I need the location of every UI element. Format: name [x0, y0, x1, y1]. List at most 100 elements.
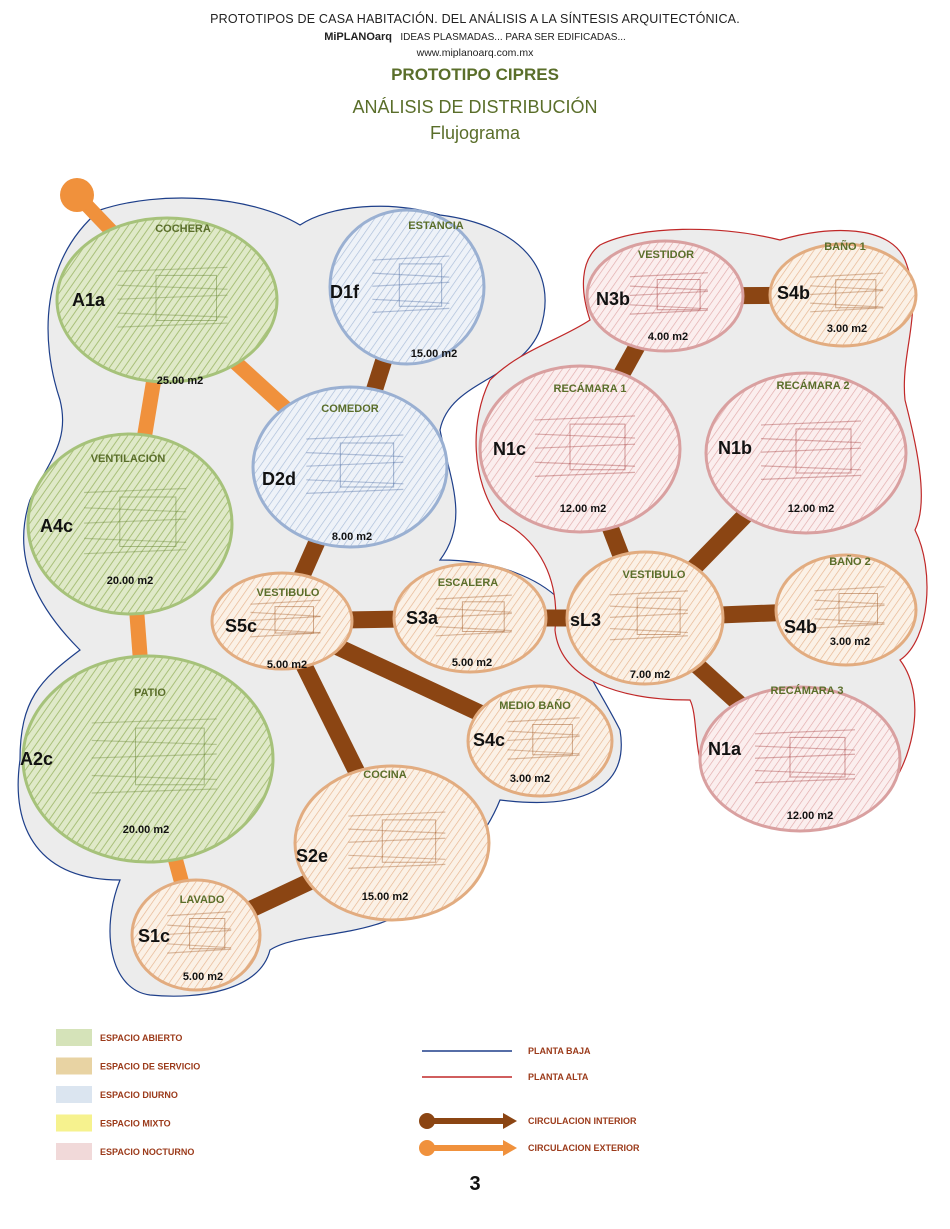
room-code-patio: A2c	[20, 749, 53, 769]
room-bubble-recamara3	[698, 685, 902, 833]
room-code-recamara1: N1c	[493, 439, 526, 459]
room-name-cochera: COCHERA	[155, 223, 211, 235]
legend-arrow-head-1	[503, 1140, 517, 1156]
room-code-recamara3: N1a	[708, 739, 742, 759]
legend-swatch-3	[56, 1114, 92, 1132]
room-area-vestibulo1: 5.00 m2	[267, 659, 307, 671]
website[interactable]: www.miplanoarq.com.mx	[416, 47, 534, 59]
room-vestibulo2[interactable]: VESTIBULO sL3 7.00 m2	[565, 550, 725, 686]
bed-icon	[534, 415, 636, 477]
room-name-recamara3: RECÁMARA 3	[771, 684, 844, 697]
room-patio[interactable]: PATIO A2c 20.00 m2	[20, 654, 275, 864]
room-name-comedor: COMEDOR	[321, 403, 379, 415]
room-bubble-estancia	[328, 208, 486, 366]
legend-label-4: ESPACIO NOCTURNO	[100, 1147, 194, 1157]
header-brand-line: MiPLANOarq IDEAS PLASMADAS... PARA SER E…	[0, 31, 950, 43]
room-bubble-ventilacion	[26, 432, 234, 616]
legend-label-3: ESPACIO MIXTO	[100, 1119, 171, 1129]
room-bubble-bano2	[774, 553, 918, 667]
room-bubble-bano1	[768, 242, 918, 348]
room-code-vestibulo1: S5c	[225, 616, 257, 636]
room-name-mediobano: MEDIO BAÑO	[499, 699, 571, 712]
room-bubble-lavado	[130, 878, 262, 992]
legend-label-2: ESPACIO DIURNO	[100, 1090, 178, 1100]
room-code-comedor: D2d	[262, 469, 296, 489]
room-ventilacion[interactable]: VENTILACIÓN A4c 20.00 m2	[26, 432, 234, 616]
room-code-escalera: S3a	[406, 608, 439, 628]
room-bubble-comedor	[251, 385, 449, 549]
legend-label-1: ESPACIO DE SERVICIO	[100, 1062, 200, 1072]
entry-dot	[60, 178, 94, 212]
page-title: PROTOTIPO CIPRES	[391, 65, 559, 84]
room-name-patio: PATIO	[134, 687, 166, 699]
tagline: IDEAS PLASMADAS... PARA SER EDIFICADAS..…	[400, 32, 626, 43]
room-name-bano1: BAÑO 1	[824, 240, 866, 253]
room-code-lavado: S1c	[138, 926, 170, 946]
room-name-estancia: ESTANCIA	[408, 220, 463, 232]
room-name-lavado: LAVADO	[180, 894, 225, 906]
room-bubble-cochera	[55, 216, 279, 384]
room-area-patio: 20.00 m2	[123, 824, 169, 836]
room-name-vestibulo2: VESTIBULO	[623, 569, 686, 581]
sofa-icon	[372, 255, 450, 314]
room-name-cocina: COCINA	[363, 769, 406, 781]
room-vestidor[interactable]: VESTIDOR N3b 4.00 m2	[585, 239, 745, 353]
room-area-vestibulo2: 7.00 m2	[630, 669, 670, 681]
room-area-cocina: 15.00 m2	[362, 891, 408, 903]
plant-icon	[84, 487, 187, 555]
room-name-recamara2: RECÁMARA 2	[777, 379, 850, 392]
stairs-icon	[435, 594, 512, 637]
room-name-ventilacion: VENTILACIÓN	[91, 452, 166, 465]
room-code-mediobano: S4c	[473, 730, 505, 750]
room-area-cochera: 25.00 m2	[157, 375, 203, 387]
bath-icon	[810, 272, 884, 313]
legend-arrow-label-0: CIRCULACION INTERIOR	[528, 1116, 637, 1126]
bed-icon	[754, 729, 856, 784]
legend-swatch-0	[56, 1029, 92, 1046]
page-number: 3	[469, 1173, 481, 1195]
room-bubble-patio	[21, 654, 275, 864]
tree-icon	[91, 718, 217, 794]
room-name-vestidor: VESTIDOR	[638, 249, 694, 261]
legend-swatch-2	[56, 1086, 92, 1103]
room-bubble-cocina	[293, 764, 491, 922]
hall-icon	[250, 599, 321, 638]
room-code-vestidor: N3b	[596, 289, 630, 309]
legend-arrow-head-0	[503, 1113, 517, 1129]
room-name-escalera: ESCALERA	[438, 577, 499, 589]
legend-swatch-1	[56, 1057, 92, 1075]
room-code-cocina: S2e	[296, 846, 328, 866]
laundry-icon	[167, 911, 232, 954]
kitchen-icon	[348, 811, 446, 870]
room-code-ventilacion: A4c	[40, 516, 73, 536]
room-bubble-mediobano	[466, 684, 614, 798]
room-area-ventilacion: 20.00 m2	[107, 575, 153, 587]
header-line-1: PROTOTIPOS DE CASA HABITACIÓN. DEL ANÁLI…	[210, 12, 740, 26]
room-name-recamara1: RECÁMARA 1	[554, 382, 627, 395]
room-bubble-escalera	[392, 562, 548, 674]
room-cocina[interactable]: COCINA S2e 15.00 m2	[293, 764, 491, 922]
page-subtitle-2: Flujograma	[429, 123, 521, 143]
room-bubble-vestidor	[585, 239, 745, 353]
room-mediobano[interactable]: MEDIO BAÑO S4c 3.00 m2	[466, 684, 614, 798]
legend-arrow-label-1: CIRCULACION EXTERIOR	[528, 1143, 640, 1153]
room-area-mediobano: 3.00 m2	[510, 773, 550, 785]
page-subtitle: ANÁLISIS DE DISTRIBUCIÓN	[352, 97, 598, 117]
room-code-vestibulo2: sL3	[570, 610, 601, 630]
room-area-bano1: 3.00 m2	[827, 323, 867, 335]
room-area-vestidor: 4.00 m2	[648, 331, 688, 343]
table-icon	[306, 434, 404, 494]
